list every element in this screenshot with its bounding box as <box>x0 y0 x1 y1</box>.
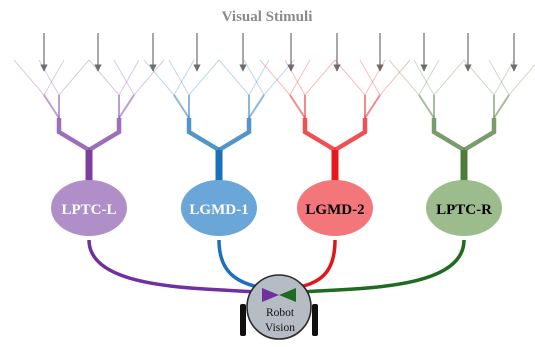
dendrite-branch <box>218 59 250 96</box>
dendrite-branch <box>493 59 515 96</box>
robot-label-line2: Vision <box>265 322 295 334</box>
dendrite-branch <box>289 94 306 119</box>
stimulus-arrows <box>40 33 518 72</box>
dendrite-branch <box>168 59 190 96</box>
dendrite-tree-lptc-l <box>13 59 165 182</box>
robot-label-line1: Robot <box>266 307 295 319</box>
neuron-dendrite-trees <box>13 59 535 182</box>
dendrite-branch <box>43 94 60 119</box>
dendrite-branch <box>263 59 295 96</box>
dendrite-branch-right <box>333 118 368 152</box>
dendrite-branch <box>38 59 60 96</box>
dendrite-branch <box>359 59 381 96</box>
dendrite-branch-left <box>302 118 337 152</box>
dendrite-branch <box>243 59 265 96</box>
dendrite-branch <box>289 59 311 96</box>
dendrite-branch <box>364 94 381 119</box>
dendrite-branch-left <box>186 118 221 152</box>
neuron-node-lgmd-1 <box>181 180 257 236</box>
dendrite-branch <box>284 59 306 96</box>
dendrite-branch <box>133 59 165 96</box>
dendrite-branch <box>88 59 120 96</box>
neuron-node-lptc-r <box>426 180 502 236</box>
robot-left-wheel-icon <box>240 304 246 336</box>
robot-eye-right-icon <box>279 288 296 302</box>
dendrite-branch <box>43 59 65 96</box>
neuron-label-lgmd-1: LGMD-1 <box>189 202 248 218</box>
dendrite-branch <box>508 63 535 96</box>
dendrite-branch <box>188 59 220 96</box>
dendrite-branch <box>364 59 386 96</box>
robot: Robot Vision <box>240 274 318 340</box>
dendrite-branch <box>143 59 175 96</box>
connector-lptc-r <box>300 239 466 294</box>
dendrite-branch <box>118 59 140 96</box>
connector-lgmd-2 <box>295 239 337 290</box>
dendrite-branch <box>379 59 411 96</box>
neuron-label-lptc-l: LPTC-L <box>61 202 116 218</box>
dendrite-branch <box>418 94 435 119</box>
neuron-node-lptc-l <box>51 180 127 236</box>
dendrite-branch-right <box>462 118 497 152</box>
dendrite-branch <box>118 94 135 119</box>
connector-lgmd-1 <box>217 239 263 290</box>
dendrite-branch <box>413 59 435 96</box>
dendrite-branch <box>493 94 510 119</box>
dendrite-branch <box>259 59 291 96</box>
dendrite-branch <box>58 59 90 96</box>
dendrite-tree-lgmd-2 <box>259 59 411 182</box>
dendrite-branch <box>334 59 366 96</box>
dendrite-branch <box>418 59 440 96</box>
robot-eye-left-icon <box>262 288 279 302</box>
dendrite-branch <box>113 59 135 96</box>
neuron-label-lgmd-2: LGMD-2 <box>305 202 364 218</box>
dendrite-branch <box>304 59 336 96</box>
dendrite-tree-lgmd-1 <box>143 59 295 182</box>
dendrite-branch <box>388 59 420 96</box>
dendrite-branch <box>13 59 45 96</box>
visual-stimuli-title: Visual Stimuli <box>222 9 313 25</box>
connector-lptc-l <box>87 239 258 294</box>
neuron-nodes: LPTC-L LGMD-1 LGMD-2 LPTC-R <box>51 180 502 236</box>
dendrite-branch <box>248 59 270 96</box>
dendrite-branch-right <box>217 118 252 152</box>
dendrite-tree-lptc-r <box>388 59 535 182</box>
dendrite-branch <box>488 59 510 96</box>
dendrite-branch <box>463 59 495 96</box>
dendrite-branch-left <box>431 118 466 152</box>
dendrite-branch <box>173 94 190 119</box>
dendrite-branch <box>173 59 195 96</box>
dendrite-branch <box>248 94 265 119</box>
robot-right-wheel-icon <box>312 304 318 336</box>
neuron-node-lgmd-2 <box>297 180 373 236</box>
dendrite-branch-left <box>56 118 91 152</box>
dendrite-branch-right <box>87 118 122 152</box>
dendrite-branch <box>433 59 465 96</box>
neuron-label-lptc-r: LPTC-R <box>436 202 492 218</box>
